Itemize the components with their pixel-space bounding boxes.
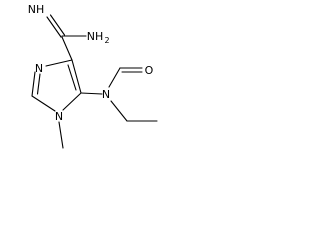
bond-n3-c2-a	[31, 71, 36, 97]
atom-label-imine-nh: NH	[28, 3, 45, 16]
bond-n-ethyl-1	[110, 100, 128, 122]
atom-label-ring-n3: N	[35, 62, 43, 75]
atom-label-amide-n: N	[102, 88, 110, 101]
atom-label-carbonyl-o: O	[145, 64, 154, 77]
bond-c4-c5	[71, 59, 82, 94]
bond-n3-c2-b	[36, 73, 41, 95]
bond-c4-c5-inner	[67, 64, 77, 91]
bond-n1-c5	[62, 92, 82, 111]
atom-label-ring-n1: N	[55, 110, 63, 123]
atom-label-amine-nh: NH	[87, 30, 104, 43]
bond-c4-n3	[45, 59, 73, 67]
structure-canvas: NH NH 2 N N N O	[0, 0, 177, 180]
bond-amidine-ring	[61, 36, 73, 61]
bond-c-nh-double-a	[46, 16, 62, 38]
atom-label-amine-subscript: 2	[104, 36, 109, 45]
bond-n-cho	[108, 67, 121, 88]
bond-c5-amide-n	[80, 92, 103, 95]
bond-c2-n1	[31, 95, 56, 112]
chemical-structure: NH NH 2 N N N O	[28, 3, 158, 149]
bond-n1-methyl	[58, 121, 64, 149]
bond-c-nh-double-b	[49, 14, 66, 36]
